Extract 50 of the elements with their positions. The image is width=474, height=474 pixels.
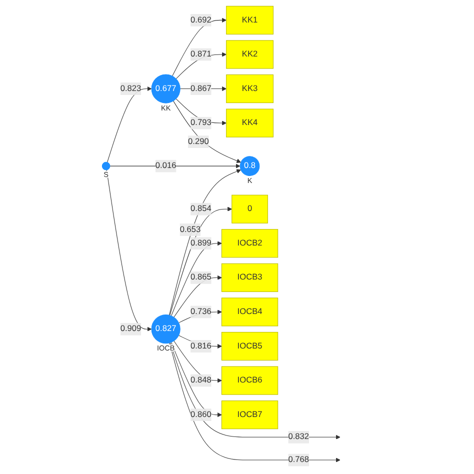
edge-label: 0.832 [288,432,310,442]
arrow [170,206,232,316]
node-box: KK3 [226,74,274,104]
edge-label: 0.823 [120,84,142,93]
edge-label: 0.816 [190,342,212,350]
arrow [170,342,341,440]
edge-label: 0.653 [180,225,201,234]
node-circle: 0.677 [152,74,181,104]
edge-label: 0.860 [190,410,212,419]
node-box: KK4 [226,108,274,138]
arrow [172,18,227,76]
arrow [107,86,152,163]
edge-label: 0.854 [190,204,212,214]
node-circle: 0.8 [240,156,260,176]
arrow [178,335,222,349]
arrow [106,170,152,332]
arrow [171,241,222,316]
edge-label: 0.793 [190,118,212,128]
node-box: KK1 [226,6,274,34]
arrow [174,275,222,318]
edge-label: 0.865 [190,273,212,282]
edge-label: 0.290 [188,137,210,146]
arrow [174,340,222,383]
edge-label: 0.692 [190,16,212,24]
node-circle [102,162,110,170]
arrow [171,342,222,418]
arrow [173,100,242,163]
edge-label: 0.867 [190,84,212,93]
node-box: IOCB5 [222,332,278,361]
edge-label: 0.871 [190,50,212,59]
arrow [180,86,227,92]
arrow [169,169,242,316]
edge-label: 0.016 [156,161,176,170]
arrow [110,164,241,168]
arrow [176,52,227,80]
node-box: IOCB6 [222,366,278,395]
arrow [170,342,341,462]
edge-label: 0.909 [120,324,142,334]
node-box: 0 [232,194,268,224]
node-box: KK2 [226,40,274,69]
node-circle: 0.827 [152,314,181,344]
edge-label: 0.899 [190,238,212,248]
edge-label: 0.736 [190,307,212,316]
edge-label: 0.848 [190,376,212,385]
node-box: IOCB7 [222,400,278,430]
node-box: IOCB2 [222,229,278,258]
arrow [178,310,222,324]
node-box: IOCB4 [222,298,278,326]
node-box: IOCB3 [222,263,278,292]
edge-label: 0.768 [288,455,310,464]
